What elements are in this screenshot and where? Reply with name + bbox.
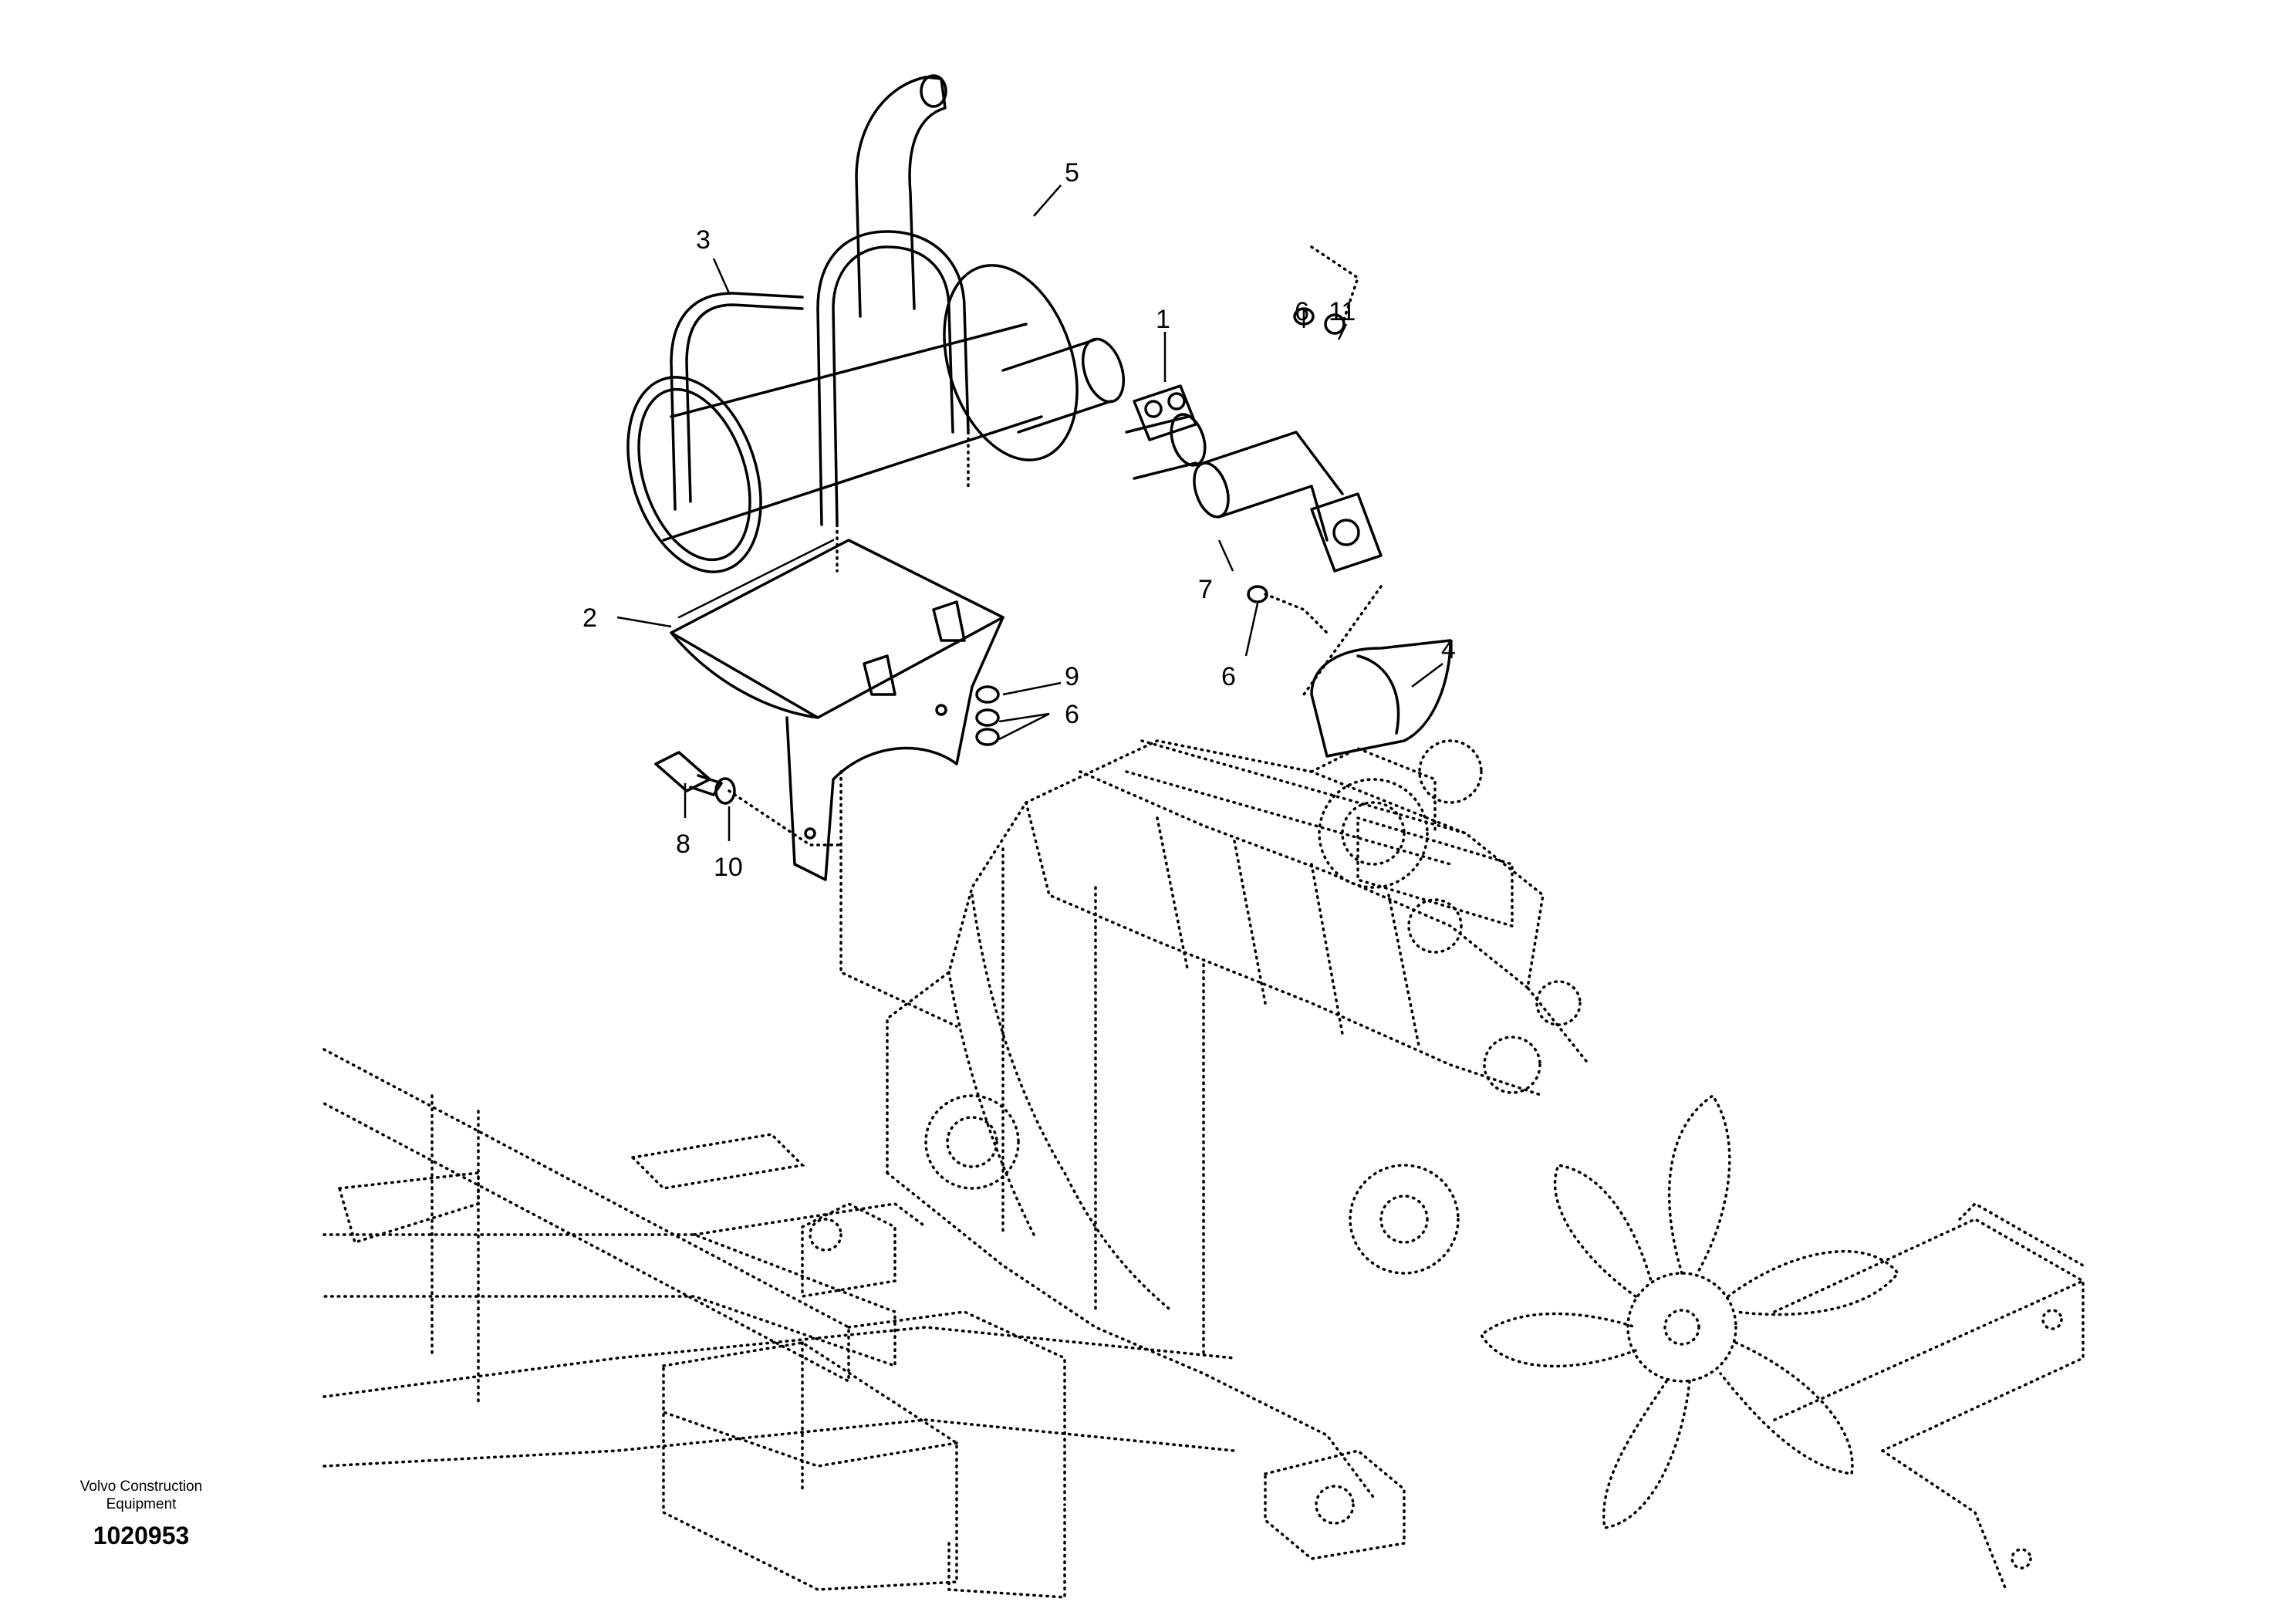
callout-labels: 1 2 3 4 5 6 6 6 7 8 9 10 11 <box>582 158 1456 882</box>
washer-11 <box>1324 313 1346 335</box>
callout-2: 2 <box>582 603 597 633</box>
callout-10: 10 <box>714 853 743 882</box>
callout-7: 7 <box>1198 575 1213 604</box>
callout-8: 8 <box>676 830 690 859</box>
bolt-8 <box>654 751 723 796</box>
nuts-6 <box>975 708 1000 746</box>
callout-4: 4 <box>1441 635 1456 664</box>
engine-and-frame-background <box>322 245 2085 1599</box>
callout-6-top: 6 <box>1295 297 1309 326</box>
footer-drawing-number: 1020953 <box>93 1522 190 1549</box>
nut-6-lower <box>1247 585 1268 603</box>
callout-3: 3 <box>696 225 711 255</box>
cooling-fan <box>1479 1093 1900 1530</box>
callout-leaders <box>616 184 1443 841</box>
mounting-bracket <box>670 539 1004 881</box>
footer-company: Volvo Construction Equipment <box>79 1478 203 1512</box>
muffler-assembly <box>626 74 1126 573</box>
callout-9: 9 <box>1065 662 1079 691</box>
exhaust-pipe <box>1193 431 1383 573</box>
washer-9 <box>975 685 1000 704</box>
callout-1: 1 <box>1156 305 1170 334</box>
washer-10 <box>714 777 736 805</box>
callout-5: 5 <box>1065 158 1079 188</box>
exhaust-clamp <box>1125 384 1207 480</box>
heat-shield <box>1310 639 1452 758</box>
callout-6-right: 6 <box>1065 700 1079 729</box>
callout-11: 11 <box>1329 297 1356 326</box>
turbocharger <box>1310 747 1437 889</box>
callout-6-lower: 6 <box>1221 662 1236 691</box>
